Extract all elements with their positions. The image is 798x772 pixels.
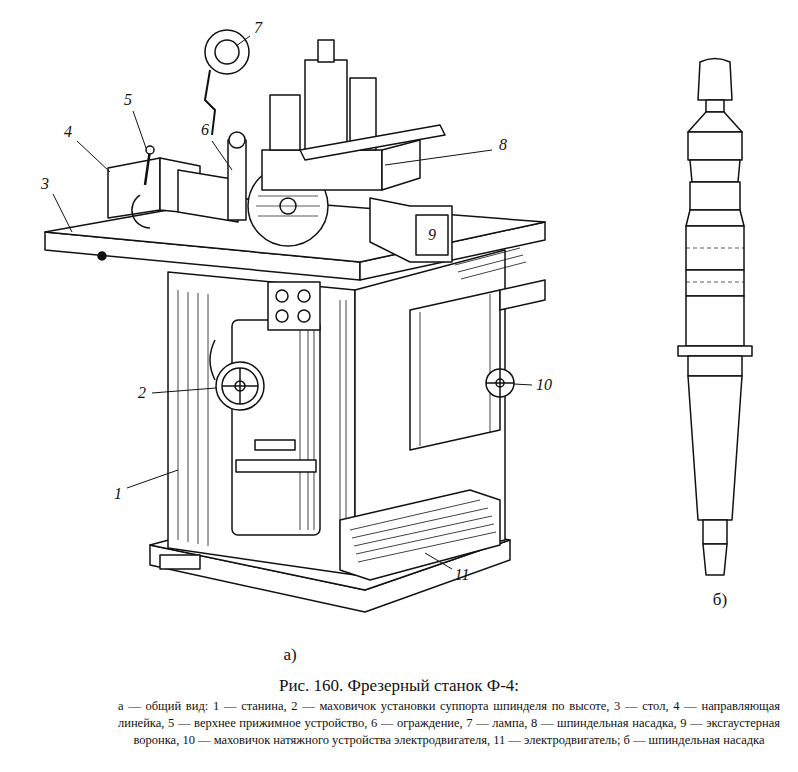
callout-number: 11 — [455, 566, 470, 584]
callout-number: 6 — [201, 121, 209, 139]
figure-caption: Рис. 160. Фрезерный станок Ф-4: — [0, 676, 798, 696]
callout-number: 3 — [41, 175, 49, 193]
view-label: б) — [713, 591, 727, 609]
view-label: а) — [283, 646, 296, 664]
callout-number: 5 — [124, 91, 132, 109]
callout-number: 8 — [499, 136, 507, 154]
callout-number: 10 — [536, 376, 552, 394]
callout-number: 4 — [64, 123, 72, 141]
callout-number: 2 — [138, 384, 146, 402]
caption-explanation: а — общий вид: 1 — станина, 2 — маховичо… — [118, 698, 780, 749]
callout-number: 9 — [428, 226, 436, 244]
callout-number: 1 — [114, 485, 122, 503]
callout-number: 7 — [254, 19, 262, 37]
